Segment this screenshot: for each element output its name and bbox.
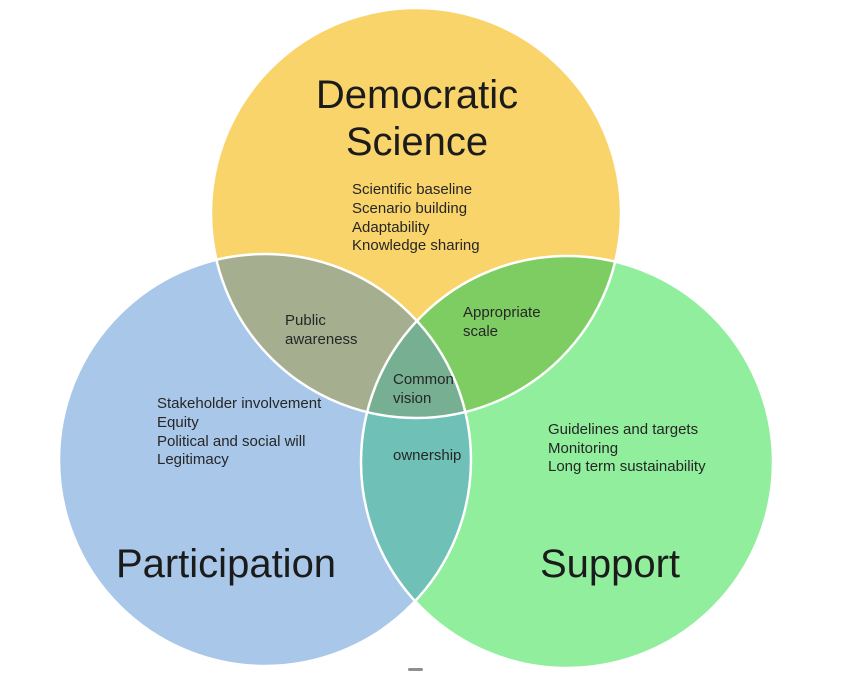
democratic-science-title-line2: Science xyxy=(345,120,489,164)
overlap-democratic-participation-region xyxy=(211,254,471,418)
list-item: Stakeholder involvement xyxy=(157,395,322,412)
overlap-participation-support-label: ownership xyxy=(393,446,461,465)
overlap-label-line: Common xyxy=(393,371,454,388)
democratic-science-title-line1: Democratic xyxy=(315,73,519,117)
overlap-democratic-participation-label: Public awareness xyxy=(285,311,358,349)
list-item: Knowledge sharing xyxy=(352,237,480,255)
overlap-label-line: vision xyxy=(393,390,432,407)
list-item: Scenario building xyxy=(352,199,468,217)
list-item: Legitimacy xyxy=(157,451,229,469)
list-item: Long term sustainability xyxy=(548,458,706,475)
overlap-label-line: Appropriate xyxy=(463,304,541,321)
overlap-label-line: awareness xyxy=(285,331,358,348)
participation-items: Stakeholder involvement Equity Political… xyxy=(157,395,321,470)
overlap-label-line: ownership xyxy=(393,447,462,464)
overlap-democratic-support-label: Appropriate scale xyxy=(463,303,541,341)
democratic-science-items: Scientific baseline Scenario building Ad… xyxy=(352,181,480,256)
list-item: Monitoring xyxy=(548,439,619,457)
list-item: Political and social will xyxy=(157,432,306,450)
overlap-center-label: Common vision xyxy=(393,370,454,408)
overlap-label-line: Public xyxy=(285,312,326,329)
overlap-label-line: scale xyxy=(463,323,499,340)
list-item: Equity xyxy=(157,413,199,431)
overlap-democratic-support-region xyxy=(361,256,621,418)
circle-outlines xyxy=(57,6,775,670)
cropped-caption-artifact xyxy=(408,668,423,671)
democratic-science-title: Democratic Science xyxy=(316,72,518,166)
support-items: Guidelines and targets Monitoring Long t… xyxy=(548,421,706,477)
support-title: Support xyxy=(539,542,681,586)
list-item: Adaptability xyxy=(352,218,430,236)
list-item: Scientific baseline xyxy=(352,181,473,198)
participation-title: Participation xyxy=(115,542,337,586)
list-item: Guidelines and targets xyxy=(548,421,699,438)
